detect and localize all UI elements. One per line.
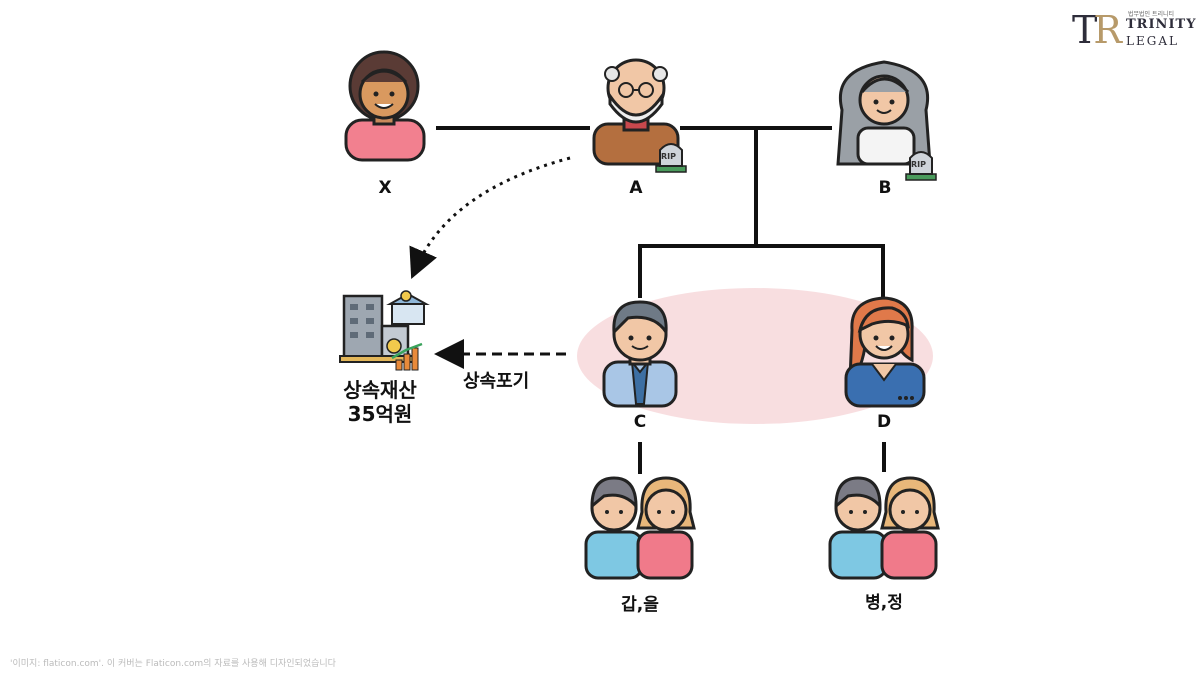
estate-buildings-icon: [339, 290, 430, 371]
person-b-icon: [836, 60, 932, 166]
label-children-d: 병,정: [865, 593, 903, 613]
renounce-label: 상속포기: [463, 371, 530, 392]
person-x-icon: [344, 50, 426, 162]
estate-amount: 35억원: [347, 402, 413, 426]
label-d: D: [876, 412, 892, 432]
label-a: A: [629, 178, 643, 198]
children-c-icon: [584, 476, 696, 580]
image-credit: '이미지: flaticon.com'. 이 커버는 Flaticon.com의…: [10, 659, 336, 669]
label-c: C: [633, 412, 647, 432]
person-d-icon: [844, 296, 926, 408]
tombstone-a-icon: [655, 143, 687, 173]
person-c-icon: [602, 300, 678, 408]
person-a-icon: [592, 58, 680, 166]
label-children-c: 갑,을: [621, 595, 659, 615]
children-d-icon: [828, 476, 940, 580]
logo-name-line2: LEGAL: [1126, 34, 1179, 48]
logo-small-text: 법무법인 트리니티: [1128, 11, 1175, 18]
estate-title: 상속재산: [343, 378, 417, 402]
label-x: X: [378, 178, 392, 198]
logo-name-line1: TRINITY: [1126, 17, 1197, 32]
label-b: B: [878, 178, 892, 198]
rip-badge-b: RIP: [911, 160, 926, 169]
trinity-logo: TR: [1072, 8, 1122, 52]
tombstone-b-icon: [905, 151, 937, 181]
rip-badge-a: RIP: [661, 152, 676, 161]
estate-label: 상속재산 35억원: [330, 378, 430, 426]
inheritance-arrow: [409, 156, 571, 279]
